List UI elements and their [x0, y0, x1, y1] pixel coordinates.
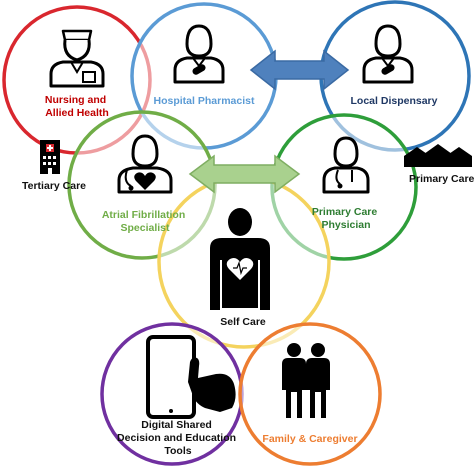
primary-care-physician-label: Primary Care Physician: [312, 206, 380, 231]
hospital-pharmacist-label-line: Hospital Pharmacist: [154, 95, 255, 107]
digital-tools-label-line: Digital Shared: [141, 419, 212, 431]
digital-tools-label-line: Tools: [164, 445, 191, 457]
tertiary-care-label: Tertiary Care: [22, 180, 86, 192]
cardiologist-icon: [117, 134, 173, 194]
nursing-label-line: Allied Health: [45, 107, 109, 119]
family-label-line: Family & Caregiver: [262, 433, 357, 445]
hospital-pharmacist-label: Hospital Pharmacist: [154, 95, 255, 107]
houses-icon: [404, 144, 472, 167]
nursing-label-line: Nursing and: [45, 94, 106, 106]
patient-icon: [210, 208, 270, 310]
hospital-building-icon: [40, 140, 60, 174]
self-care-label-line: Self Care: [220, 316, 266, 328]
family-label: Family & Caregiver: [262, 433, 357, 445]
family-icon: [282, 343, 330, 418]
nursing-label: Nursing and Allied Health: [45, 94, 109, 119]
dispensary-pharmacist-icon: [362, 24, 414, 84]
tablet-hand-icon: [146, 335, 236, 419]
primary-care-label: Primary Care: [409, 173, 474, 185]
double-arrow-icon: [249, 49, 350, 91]
af-specialist-label-line: Specialist: [120, 222, 170, 234]
primary-care-physician-label-line: Physician: [321, 219, 370, 231]
af-specialist-label-line: Atrial Fibrillation: [102, 209, 185, 221]
local-dispensary-label: Local Dispensary: [351, 95, 438, 107]
pharmacist-icon: [173, 24, 225, 84]
af-specialist-label: Atrial Fibrillation Specialist: [102, 209, 188, 234]
nurse-icon: [49, 29, 105, 88]
digital-tools-label: Digital Shared Decision and Education To…: [117, 419, 239, 457]
double-arrow-icon: [188, 154, 301, 194]
primary-care-physician-label-line: Primary Care: [312, 206, 378, 218]
physician-icon: [322, 136, 370, 194]
digital-tools-label-line: Decision and Education: [117, 432, 236, 444]
local-dispensary-label-line: Local Dispensary: [351, 95, 438, 107]
self-care-label: Self Care: [220, 316, 266, 328]
